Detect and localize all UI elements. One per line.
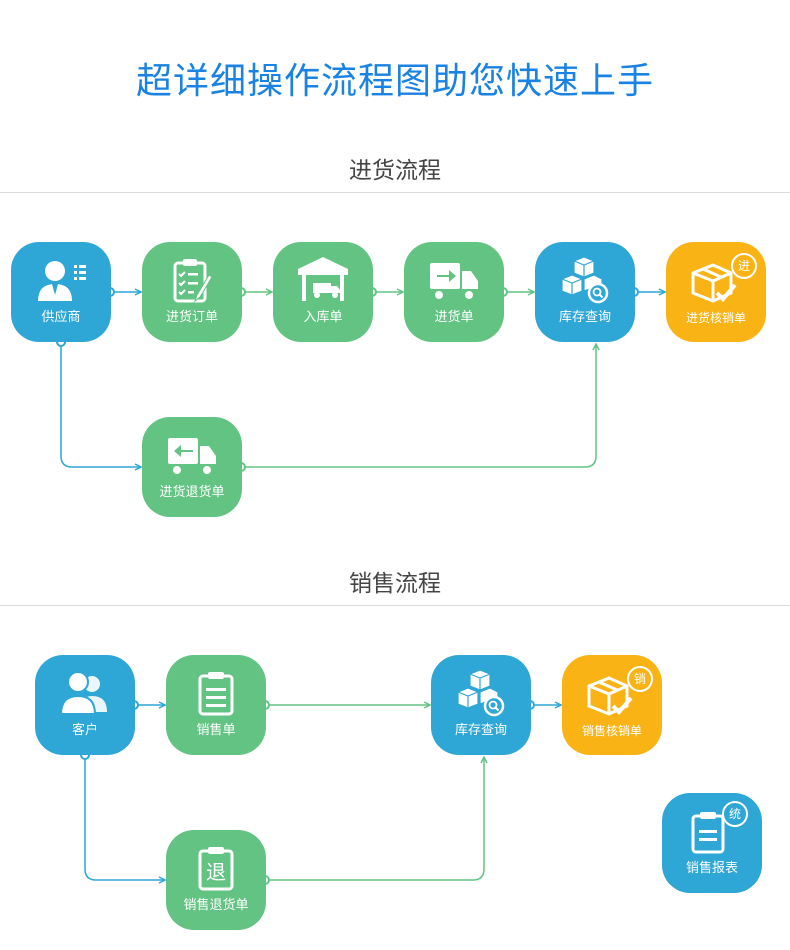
node-label: 销售退货单	[183, 898, 249, 913]
node-sales-report[interactable]: 统 销售报表	[662, 793, 762, 893]
sales-section-title: 销售流程	[349, 571, 441, 597]
node-label: 供应商	[41, 310, 81, 325]
purchase-section-title: 进货流程	[349, 158, 441, 184]
node-sales-inventory-query[interactable]: 库存查询	[431, 655, 531, 755]
node-purchase-order[interactable]: 进货订单	[142, 242, 242, 342]
box-check-icon	[587, 676, 633, 716]
node-label: 进货核销单	[685, 311, 746, 325]
node-label: 进货退货单	[159, 485, 225, 500]
node-label: 进货订单	[165, 310, 218, 325]
truck-forward-icon	[430, 263, 478, 301]
clipboard-icon	[198, 672, 234, 716]
node-inbound[interactable]: 入库单	[273, 242, 373, 342]
report-badge: 统	[722, 801, 748, 827]
verify-badge: 销	[627, 666, 653, 692]
node-label: 库存查询	[454, 723, 507, 738]
node-purchase-doc[interactable]: 进货单	[404, 242, 504, 342]
page-title: 超详细操作流程图助您快速上手	[135, 61, 654, 102]
box-check-icon	[691, 263, 737, 303]
node-label: 销售报表	[685, 861, 738, 876]
boxes-search-icon	[457, 669, 505, 717]
supplier-icon	[38, 261, 86, 301]
node-inventory-query[interactable]: 库存查询	[535, 242, 635, 342]
return-glyph: 退	[206, 860, 226, 884]
node-purchase-return[interactable]: 进货退货单	[142, 417, 242, 517]
node-purchase-verify[interactable]: 进 进货核销单	[666, 242, 766, 342]
verify-badge: 进	[731, 253, 757, 279]
link-sales-return-to-inventory	[265, 757, 484, 881]
report-clipboard-icon	[691, 812, 725, 854]
node-label: 入库单	[303, 310, 343, 325]
boxes-search-icon	[561, 256, 609, 304]
return-glyph-wrap: 退	[191, 843, 241, 893]
node-customer[interactable]: 客户	[35, 655, 135, 755]
truck-return-icon	[168, 438, 216, 476]
link-supplier-to-return	[60, 342, 141, 467]
clipboard-return-icon	[198, 847, 234, 891]
node-label: 库存查询	[558, 310, 611, 325]
node-sales-doc[interactable]: 销售单	[166, 655, 266, 755]
node-supplier[interactable]: 供应商	[11, 242, 111, 342]
node-label: 客户	[71, 723, 98, 738]
node-sales-verify[interactable]: 销 销售核销单	[562, 655, 662, 755]
node-label: 进货单	[434, 310, 474, 325]
node-label: 销售核销单	[581, 724, 642, 738]
link-return-to-inventory	[241, 344, 596, 468]
node-sales-return[interactable]: 退 销售退货单	[166, 830, 266, 930]
sales-section-divider	[0, 605, 790, 606]
warehouse-icon	[298, 257, 348, 301]
purchase-section-divider	[0, 192, 790, 193]
clipboard-checklist-icon	[173, 259, 213, 303]
link-customer-to-return	[84, 755, 165, 880]
node-label: 销售单	[196, 723, 236, 738]
customers-icon	[60, 671, 107, 715]
